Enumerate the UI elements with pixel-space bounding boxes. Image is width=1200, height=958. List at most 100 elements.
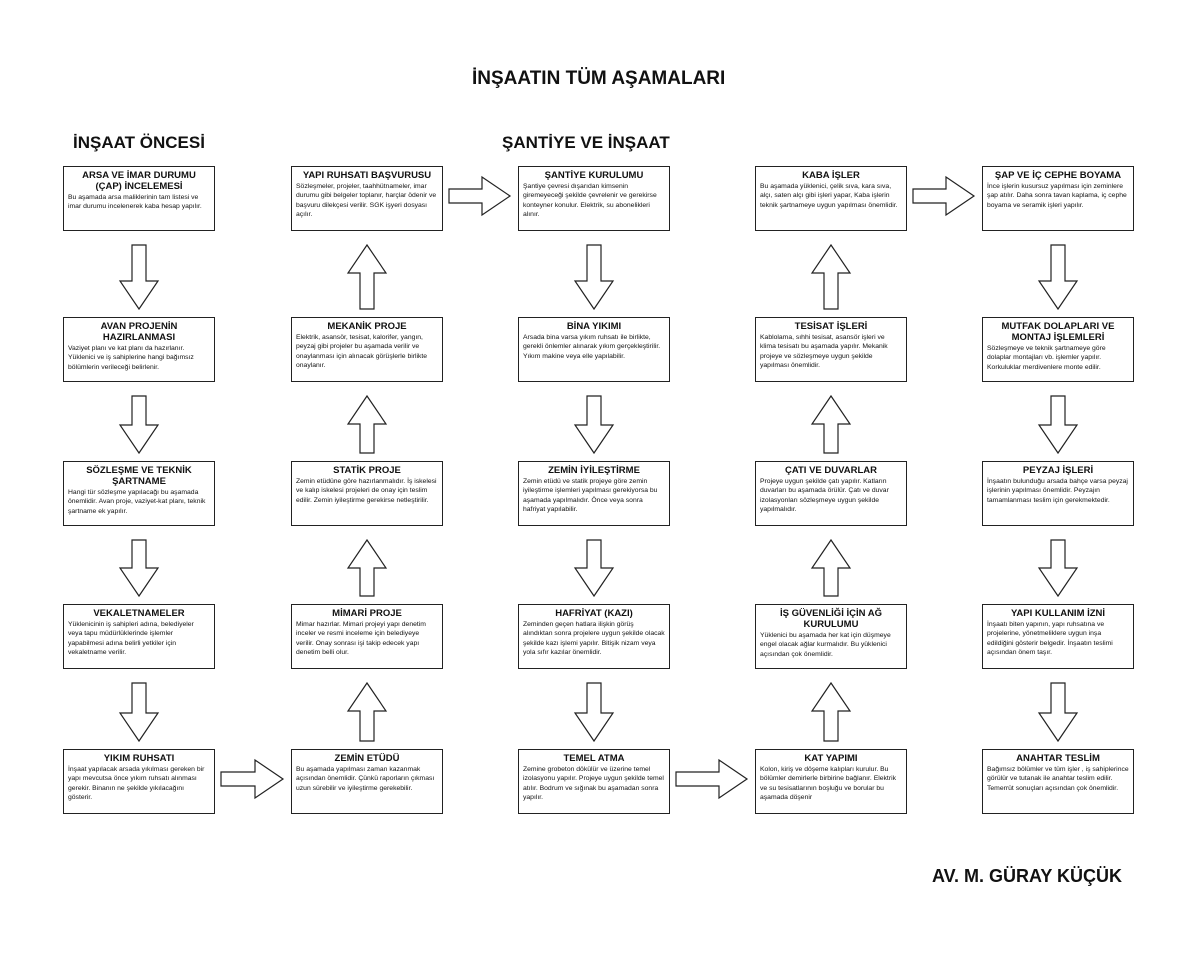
step-description: Projeye uygun şekilde çatı yapılır. Katl…	[760, 478, 889, 514]
flow-arrow-down-icon	[573, 539, 615, 598]
step-card-vekaletname: VEKALETNAMELER Yüklenicinin iş sahipleri …	[63, 604, 215, 669]
step-card-temel-atma: TEMEL ATMA Zemine grobeton dökülür ve üze…	[518, 749, 670, 814]
step-title: TEMEL ATMA	[563, 753, 625, 764]
step-description: Bu aşamada yapılması zaman kazanmak açıs…	[296, 766, 435, 792]
flow-arrow-down-icon	[1037, 539, 1079, 598]
step-description: Şantiye çevresi dışarıdan kimsenin girem…	[523, 183, 657, 219]
step-card-anahtar-teslim: ANAHTAR TESLİM Bağımsız bölümler ve tüm i…	[982, 749, 1134, 814]
flow-arrow-up-icon	[810, 243, 852, 310]
flow-arrow-up-icon	[346, 538, 388, 597]
flow-arrow-down-icon	[118, 682, 160, 743]
step-description: Bu aşamada arsa maliklerinin tam listesi…	[68, 194, 202, 211]
flow-arrow-down-icon	[118, 244, 160, 311]
step-description: Bağımsız bölümler ve tüm işler , iş sahi…	[987, 766, 1129, 792]
step-card-hafriyat: HAFRİYAT (KAZI) Zeminden geçen hatlara il…	[518, 604, 670, 669]
section-title-pre-construction: İNŞAAT ÖNCESİ	[73, 133, 205, 152]
step-title: İŞ GÜVENLİĞİ İÇİN AĞ KURULUMU	[779, 608, 883, 630]
step-title: MEKANİK PROJE	[327, 321, 407, 332]
step-title: ŞANTİYE KURULUMU	[544, 170, 644, 181]
step-description: Zemine grobeton dökülür ve üzerine temel…	[523, 766, 664, 802]
step-card-yapi-ruhsati: YAPI RUHSATI BAŞVURUSU Sözleşmeler, proje…	[291, 166, 443, 231]
step-card-yikim-ruhsati: YIKIM RUHSATI İnşaat yapılacak arsada yık…	[63, 749, 215, 814]
step-description: Yüklenici bu aşamada her kat için düşmey…	[760, 632, 891, 658]
step-title: MİMARİ PROJE	[332, 608, 402, 619]
step-title: VEKALETNAMELER	[93, 608, 185, 619]
flow-arrow-down-icon	[118, 539, 160, 598]
step-card-sap-boyama: ŞAP VE İÇ CEPHE BOYAMA İnce işlerin kusur…	[982, 166, 1134, 231]
step-description: Sözleşmeler, projeler, taahhütnameler, i…	[296, 183, 437, 219]
flow-arrow-up-icon	[810, 394, 852, 454]
step-description: Vaziyet planı ve kat planı da hazırlanır…	[68, 345, 194, 371]
step-description: İnşaatın bulunduğu arsada bahçe varsa pe…	[987, 478, 1128, 504]
step-description: Arsada bina varsa yıkım ruhsatı ile birl…	[523, 334, 661, 360]
step-title: ARSA VE İMAR DURUMU (ÇAP) İNCELEMESİ	[82, 170, 196, 192]
step-description: Yüklenicinin iş sahipleri adına, belediy…	[68, 621, 194, 657]
step-description: Sözleşmeye ve teknik şartnameye göre dol…	[987, 345, 1106, 371]
step-title: TESİSAT İŞLERİ	[794, 321, 868, 332]
flow-arrow-down-icon	[573, 244, 615, 311]
step-card-yapi-kullanim: YAPI KULLANIM İZNİ İnşaatı biten yapının,…	[982, 604, 1134, 669]
flow-arrow-right-icon	[912, 175, 976, 217]
flow-arrow-up-icon	[810, 681, 852, 742]
step-title: KABA İŞLER	[802, 170, 860, 181]
step-card-peyzaj: PEYZAJ İŞLERİ İnşaatın bulunduğu arsada b…	[982, 461, 1134, 526]
step-card-tesisat-isleri: TESİSAT İŞLERİ Kablolama, sıhhi tesisat, …	[755, 317, 907, 382]
step-card-kat-yapimi: KAT YAPIMI Kolon, kiriş ve döşeme kalıpla…	[755, 749, 907, 814]
flow-arrow-right-icon	[220, 758, 285, 800]
step-title: ZEMİN ETÜDÜ	[334, 753, 400, 764]
section-title-construction-site: ŞANTİYE VE İNŞAAT	[502, 133, 670, 152]
step-card-zemin-iyilestirme: ZEMİN İYİLEŞTİRME Zemin etüdü ve statik p…	[518, 461, 670, 526]
flow-arrow-down-icon	[573, 395, 615, 455]
step-card-cati-duvarlar: ÇATI VE DUVARLAR Projeye uygun şekilde ça…	[755, 461, 907, 526]
step-card-arsa-imar: ARSA VE İMAR DURUMU (ÇAP) İNCELEMESİ Bu a…	[63, 166, 215, 231]
step-description: Bu aşamada yüklenici, çelik sıva, kara s…	[760, 183, 898, 209]
step-description: Kablolama, sıhhi tesisat, asansör işleri…	[760, 334, 888, 370]
flow-arrow-down-icon	[1037, 395, 1079, 455]
step-title: BİNA YIKIMI	[566, 321, 622, 332]
step-description: İnce işlerin kusursuz yapılması için zem…	[987, 183, 1127, 209]
step-title: STATİK PROJE	[333, 465, 401, 476]
step-description: Zeminden geçen hatlara ilişkin görüş alı…	[523, 621, 665, 657]
step-title: ÇATI VE DUVARLAR	[784, 465, 877, 476]
flow-arrow-right-icon	[448, 175, 512, 217]
step-title: MUTFAK DOLAPLARI VE MONTAJ İŞLEMLERİ	[1001, 321, 1115, 343]
step-title: PEYZAJ İŞLERİ	[1022, 465, 1094, 476]
flow-arrow-down-icon	[1037, 244, 1079, 311]
step-card-kaba-isler: KABA İŞLER Bu aşamada yüklenici, çelik sı…	[755, 166, 907, 231]
step-title: ŞAP VE İÇ CEPHE BOYAMA	[994, 170, 1122, 181]
step-title: ZEMİN İYİLEŞTİRME	[548, 465, 640, 476]
step-description: Mimar hazırlar. Mimari projeyi yapı dene…	[296, 621, 426, 657]
step-description: Hangi tür sözleşme yapılacağı bu aşamada…	[68, 489, 206, 515]
flow-arrow-up-icon	[810, 538, 852, 597]
step-card-bina-yikimi: BİNA YIKIMI Arsada bina varsa yıkım ruhsa…	[518, 317, 670, 382]
flow-arrow-down-icon	[1037, 682, 1079, 743]
flow-arrow-up-icon	[346, 681, 388, 742]
step-title: SÖZLEŞME VE TEKNİK ŞARTNAME	[86, 465, 192, 487]
step-card-zemin-etudu: ZEMİN ETÜDÜ Bu aşamada yapılması zaman ka…	[291, 749, 443, 814]
step-title: ANAHTAR TESLİM	[1016, 753, 1100, 764]
author-name: AV. M. GÜRAY KÜÇÜK	[932, 866, 1123, 886]
step-description: Elektrik, asansör, tesisat, kalorifer, y…	[296, 334, 428, 370]
step-card-santiye-kurulumu: ŞANTİYE KURULUMU Şantiye çevresi dışarıda…	[518, 166, 670, 231]
step-description: Zemin etüdü ve statik projeye göre zemin…	[523, 478, 658, 514]
step-description: İnşaatı biten yapının, yapı ruhsatına ve…	[987, 621, 1113, 657]
step-title: YAPI RUHSATI BAŞVURUSU	[302, 170, 432, 181]
step-title: AVAN PROJENİN HAZIRLANMASI	[100, 321, 178, 343]
flow-arrow-down-icon	[118, 395, 160, 455]
page-title: İNŞAATIN TÜM AŞAMALARI	[472, 68, 726, 89]
step-title: YAPI KULLANIM İZNİ	[1010, 608, 1106, 619]
step-title: YIKIM RUHSATI	[103, 753, 175, 764]
flow-arrow-up-icon	[346, 394, 388, 454]
step-title: KAT YAPIMI	[804, 753, 858, 764]
step-description: Kolon, kiriş ve döşeme kalıpları kurulur…	[760, 766, 896, 802]
step-description: İnşaat yapılacak arsada yıkılması gereke…	[68, 766, 205, 802]
flow-arrow-right-icon	[675, 758, 749, 800]
flow-arrow-up-icon	[346, 243, 388, 310]
step-title: HAFRİYAT (KAZI)	[555, 608, 633, 619]
